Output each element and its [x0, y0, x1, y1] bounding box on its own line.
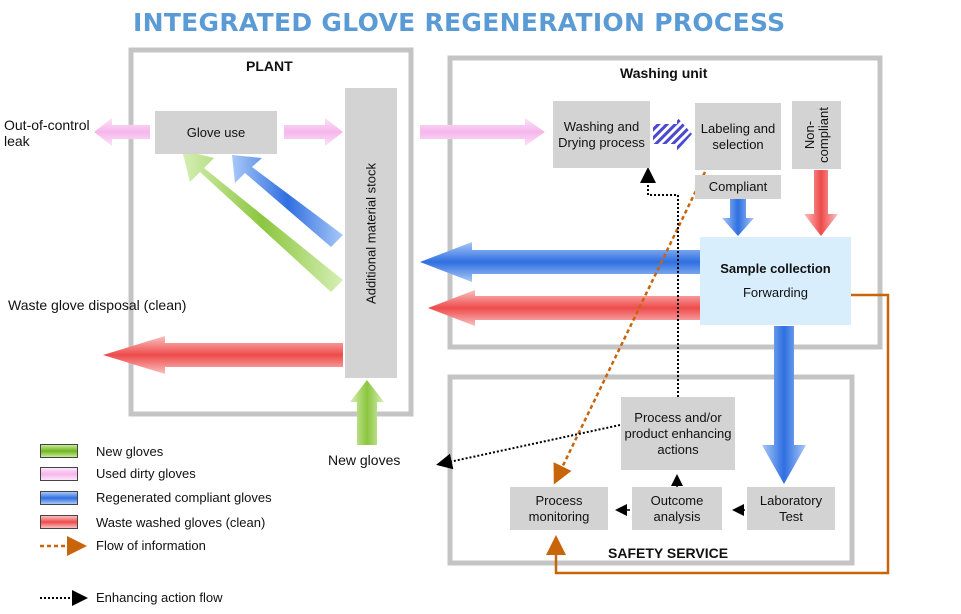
out-of-control-leak-label: Out-of-control leak	[4, 117, 90, 149]
safety-service-frame	[447, 374, 855, 566]
legend-label-info-flow: Flow of information	[96, 538, 206, 553]
laboratory-test-box: Laboratory Test	[747, 487, 835, 530]
compliant-down-arrow	[722, 199, 754, 236]
plant-label: PLANT	[246, 58, 293, 74]
washing-drying-box: Washing and Drying process	[553, 101, 650, 168]
enhancing-flow-to-new-gloves	[436, 424, 621, 470]
new-gloves-up-arrow	[350, 380, 384, 445]
legend-swatch-new-gloves	[40, 444, 78, 458]
washing-to-labeling-arrow	[653, 117, 692, 151]
to-stock-pink-arrow	[284, 118, 343, 146]
noncompliant-down-arrow	[804, 170, 838, 236]
leak-pink-arrow	[94, 118, 150, 146]
labeling-selection-box: Labeling and selection	[695, 103, 781, 170]
green-diagonal-arrow	[182, 150, 343, 292]
info-flow-labeling-to-monitoring	[553, 171, 707, 485]
additional-stock-box: Additional material stock	[345, 88, 397, 378]
return-red-arrow	[428, 290, 700, 326]
legend-swatch-regenerated	[40, 491, 78, 505]
waste-disposal-label: Waste glove disposal (clean)	[8, 297, 187, 313]
legend-label-regenerated: Regenerated compliant gloves	[96, 490, 272, 505]
legend-label-enhancing-flow: Enhancing action flow	[96, 590, 223, 605]
legend-label-new-gloves: New gloves	[96, 444, 164, 459]
page-title: INTEGRATED GLOVE REGENERATION PROCESS	[133, 8, 786, 37]
glove-use-box: Glove use	[155, 111, 277, 154]
sample-collection-box: Sample collection Forwarding	[700, 237, 851, 325]
non-compliant-box: Non-compliant	[792, 101, 841, 169]
washing-unit-label: Washing unit	[620, 65, 708, 81]
info-flow-forwarding-to-monitoring	[546, 293, 890, 575]
compliant-box: Compliant	[695, 175, 781, 199]
legend-swatch-waste-washed	[40, 515, 78, 529]
legend-label-used-dirty: Used dirty gloves	[96, 466, 196, 481]
sample-collection-label: Sample collection	[720, 261, 831, 276]
safety-service-label: SAFETY SERVICE	[608, 545, 729, 561]
legend-label-waste-washed: Waste washed gloves (clean)	[96, 515, 266, 530]
to-washing-pink-arrow	[420, 118, 545, 146]
enhancing-flow-to-washing	[640, 167, 679, 397]
outcome-analysis-box: Outcome analysis	[632, 487, 722, 530]
additional-stock-label: Additional material stock	[363, 162, 379, 304]
to-lab-blue-arrow	[762, 326, 806, 484]
process-monitoring-box: Process monitoring	[510, 487, 608, 530]
washing-unit-frame	[447, 55, 883, 350]
non-compliant-label: Non-compliant	[801, 107, 831, 163]
process-enhancing-box: Process and/or product enhancing actions	[621, 397, 735, 470]
plant-frame	[128, 47, 414, 417]
legend-swatch-used-dirty	[40, 467, 78, 481]
waste-disposal-red-arrow	[103, 336, 343, 374]
forwarding-label: Forwarding	[742, 285, 809, 300]
blue-diagonal-arrow	[232, 155, 343, 247]
new-gloves-label: New gloves	[328, 452, 401, 468]
return-blue-arrow	[420, 242, 700, 282]
